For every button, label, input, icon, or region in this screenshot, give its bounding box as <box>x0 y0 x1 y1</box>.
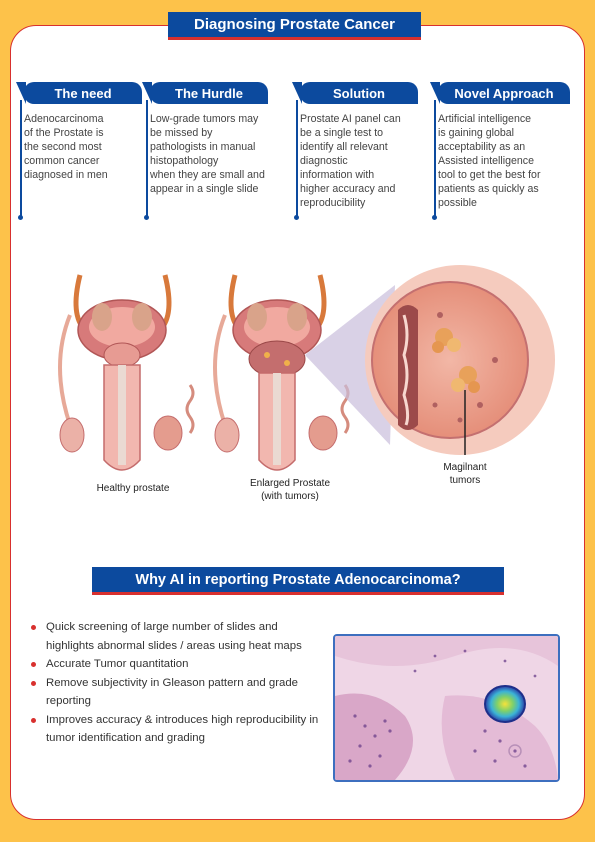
caption-malignant: Magilnant tumors <box>443 462 487 486</box>
list-item: Remove subjectivity in Gleason pattern a… <box>30 674 325 711</box>
page-title: Diagnosing Prostate Cancer <box>168 12 421 40</box>
caption-healthy: Healthy prostate <box>96 483 170 494</box>
list-item: Accurate Tumor quantitation <box>30 655 325 674</box>
column-heading: Solution <box>292 82 418 104</box>
zoomed-tumor-view <box>365 265 555 455</box>
benefits-list: Quick screening of large number of slide… <box>30 618 325 748</box>
malignant-tumor-cluster-1 <box>432 328 461 353</box>
enlarged-prostate-figure <box>213 274 350 471</box>
column-heading: The need <box>16 82 142 104</box>
histopathology-heatmap-image <box>333 634 560 782</box>
list-item: Quick screening of large number of slide… <box>30 618 325 655</box>
caption-enlarged: Enlarged Prostate (with tumors) <box>249 478 331 502</box>
malignant-tumor-cluster-2 <box>451 366 480 393</box>
column-heading: The Hurdle <box>142 82 268 104</box>
column-heading: Novel Approach <box>430 82 570 104</box>
healthy-prostate-figure <box>58 274 195 471</box>
section-subtitle: Why AI in reporting Prostate Adenocarcin… <box>92 567 504 595</box>
list-item: Improves accuracy & introduces high repr… <box>30 711 325 748</box>
prostate-anatomy-illustration <box>58 265 555 471</box>
